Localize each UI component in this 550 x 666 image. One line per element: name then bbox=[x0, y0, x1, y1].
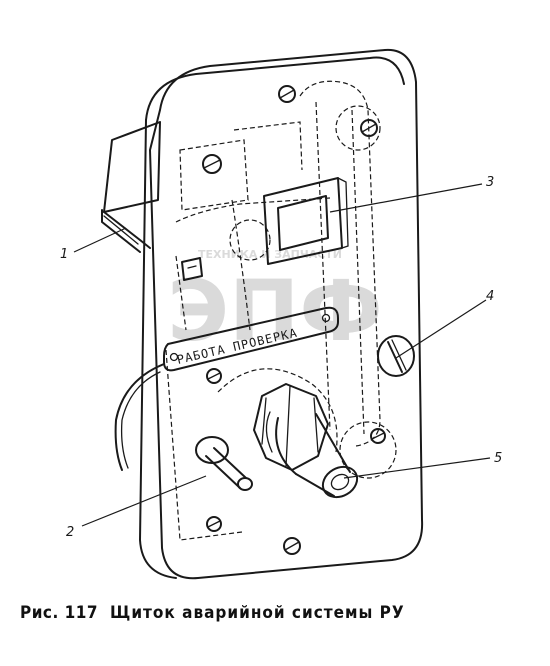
valve-assembly bbox=[253, 383, 359, 499]
callout-1-label: 1 bbox=[60, 247, 68, 262]
callouts: 1 2 3 4 5 bbox=[60, 175, 502, 540]
cable bbox=[114, 363, 165, 471]
signal-lamp-window bbox=[263, 177, 349, 265]
figure-title: Щиток аварийной системы РУ bbox=[110, 603, 405, 623]
figure-label: Рис. 117 bbox=[20, 603, 99, 623]
hidden-contours bbox=[165, 80, 397, 541]
screw-bottom bbox=[283, 537, 301, 555]
figure-caption: Рис. 117 Щиток аварийной системы РУ bbox=[20, 603, 540, 633]
callout-1: 1 bbox=[60, 227, 127, 262]
lever-handle bbox=[195, 436, 253, 491]
screw-left-middle bbox=[206, 368, 222, 384]
technical-drawing: ТЕХНИКА И ЗАПЧАСТИ ЭПФ bbox=[60, 48, 502, 580]
panel-body bbox=[139, 48, 424, 580]
small-indicator bbox=[181, 257, 203, 281]
screw-top-right bbox=[360, 119, 378, 137]
callout-2-label: 2 bbox=[66, 525, 74, 540]
screw-left-upper bbox=[202, 154, 222, 174]
mounting-screws bbox=[202, 85, 386, 555]
callout-2: 2 bbox=[66, 475, 207, 540]
watermark: ТЕХНИКА И ЗАПЧАСТИ ЭПФ bbox=[167, 248, 382, 360]
callout-3-label: 3 bbox=[486, 175, 494, 190]
callout-4: 4 bbox=[395, 289, 494, 359]
watermark-top-text: ТЕХНИКА И ЗАПЧАСТИ bbox=[198, 248, 342, 261]
callout-5-label: 5 bbox=[494, 451, 502, 466]
callout-3: 3 bbox=[329, 175, 494, 213]
callout-5: 5 bbox=[343, 451, 502, 479]
watermark-main-text: ЭПФ bbox=[167, 262, 382, 360]
callout-4-label: 4 bbox=[486, 289, 494, 304]
screw-top bbox=[278, 85, 296, 103]
screw-left-lower bbox=[206, 516, 222, 532]
screw-lower-right bbox=[370, 428, 386, 444]
toggle-switch bbox=[377, 335, 415, 377]
rear-housing bbox=[101, 121, 161, 253]
